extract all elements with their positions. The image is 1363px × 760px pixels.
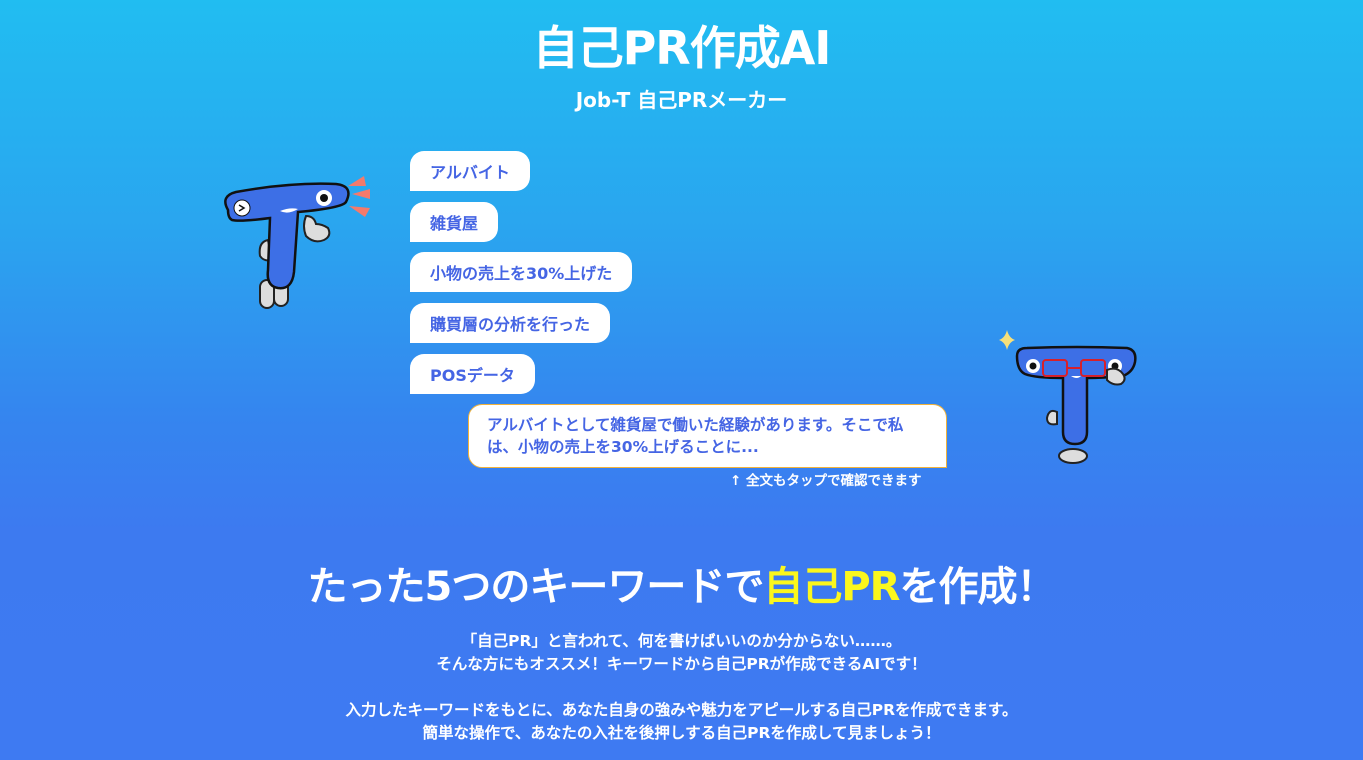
t-mascot-glasses-icon bbox=[999, 330, 1137, 464]
desc-line: そんな方にもオススメ！キーワードから自己PRが作成できるAIです！ bbox=[436, 655, 927, 673]
headline-after: を作成！ bbox=[899, 564, 1056, 610]
emphasis-lines-icon bbox=[348, 176, 370, 217]
intro-headline: たった5つのキーワードで自己PRを作成！ bbox=[0, 560, 1363, 614]
keyword-bubble[interactable]: 雑貨屋 bbox=[410, 202, 499, 242]
generated-pr-text: アルバイトとして雑貨屋で働いた経験があります。そこで私は、小物の売上を30%上げ… bbox=[487, 416, 904, 456]
keyword-text: 雑貨屋 bbox=[430, 214, 479, 233]
desc-line: 簡単な操作で、あなたの入社を後押しする自己PRを作成して見ましょう！ bbox=[422, 724, 941, 742]
keyword-bubble[interactable]: 購買層の分析を行った bbox=[410, 303, 611, 343]
keyword-bubble[interactable]: 小物の売上を30%上げた bbox=[410, 252, 633, 292]
tap-hint: ↑ 全文もタップで確認できます bbox=[730, 473, 922, 489]
keyword-text: POSデータ bbox=[430, 366, 515, 385]
headline-before: たった5つのキーワードで bbox=[307, 564, 765, 610]
t-mascot-thumbs-up-icon bbox=[224, 176, 370, 309]
keyword-text: 購買層の分析を行った bbox=[430, 315, 591, 334]
keyword-text: アルバイト bbox=[430, 163, 510, 182]
desc-line: 「自己PR」と言われて、何を書けばいいのか分からない……。 bbox=[461, 632, 902, 650]
page-subtitle: Job-T 自己PRメーカー bbox=[575, 88, 788, 112]
keyword-bubble[interactable]: アルバイト bbox=[410, 151, 530, 191]
intro-description: 「自己PR」と言われて、何を書けばいいのか分からない……。 そんな方にもオススメ… bbox=[0, 630, 1363, 745]
desc-line: 入力したキーワードをもとに、あなた自身の強みや魅力をアピールする自己PRを作成で… bbox=[345, 701, 1018, 719]
page-title: 自己PR作成AI bbox=[532, 21, 832, 75]
headline-highlight: 自己PR bbox=[763, 564, 900, 610]
keyword-text: 小物の売上を30%上げた bbox=[430, 264, 613, 283]
generated-pr-bubble[interactable]: アルバイトとして雑貨屋で働いた経験があります。そこで私は、小物の売上を30%上げ… bbox=[468, 404, 947, 468]
sparkle-icon bbox=[999, 330, 1015, 350]
keyword-bubble[interactable]: POSデータ bbox=[410, 354, 535, 394]
